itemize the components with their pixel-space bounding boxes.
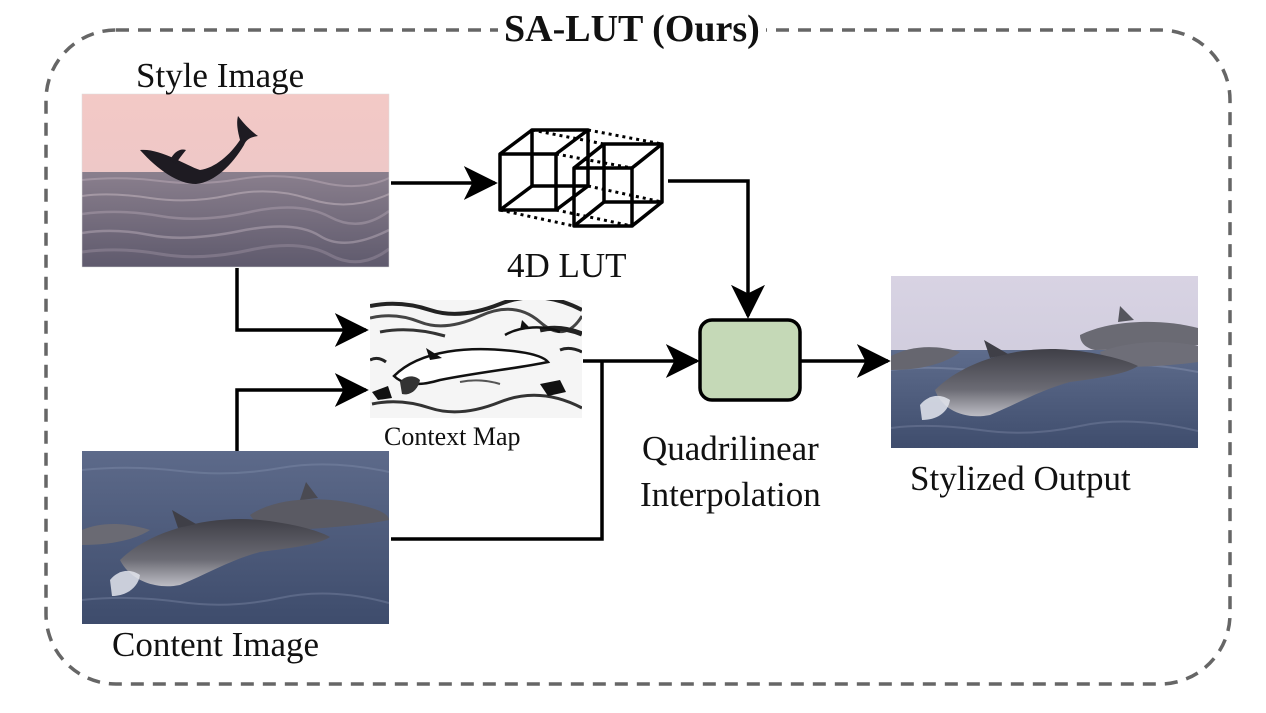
outer-dashed-border	[44, 28, 1232, 686]
style-image-label: Style Image	[136, 56, 305, 95]
stylized-output-image	[891, 276, 1198, 448]
content-image	[82, 451, 389, 624]
style-image	[82, 94, 389, 267]
stylized-output-label: Stylized Output	[910, 459, 1131, 498]
interpolation-label-line1: Quadrilinear	[641, 429, 819, 468]
interpolation-label: Quadrilinear Interpolation	[640, 426, 821, 517]
diagram-title: SA-LUT (Ours)	[498, 10, 766, 48]
arrow-style-to-context	[235, 268, 369, 347]
arrow-content-to-interpolation	[391, 361, 604, 541]
arrow-lut-to-interpolation	[668, 179, 765, 319]
interpolation-label-line2: Interpolation	[640, 474, 821, 514]
arrow-content-to-context	[235, 373, 369, 451]
content-image-label: Content Image	[112, 625, 320, 664]
4d-lut-icon	[498, 128, 664, 228]
context-map	[370, 300, 582, 418]
lut-label: 4D LUT	[507, 246, 627, 285]
interpolation-box	[698, 318, 802, 402]
context-map-label: Context Map	[384, 422, 521, 451]
